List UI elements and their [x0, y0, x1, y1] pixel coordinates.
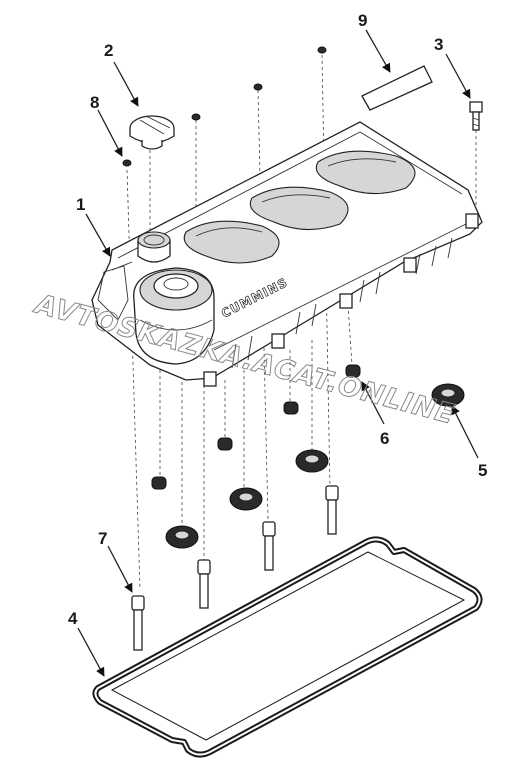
small-grommets [151, 364, 361, 490]
callout-5: 5 [478, 461, 487, 480]
callout-3: 3 [434, 35, 443, 54]
mounting-bosses [203, 213, 479, 387]
cover-bolts [131, 485, 339, 651]
oil-filler-neck [137, 231, 171, 263]
leader-lines [77, 29, 479, 677]
cover-ribs [231, 237, 453, 369]
callout-7: 7 [98, 529, 107, 548]
breather-housing [133, 267, 215, 365]
callout-2: 2 [104, 41, 113, 60]
cover-gasket [92, 536, 483, 758]
callout-1: 1 [76, 195, 85, 214]
oil-filler-cap [129, 115, 175, 150]
callout-labels: 1 2 3 4 5 6 7 8 9 [68, 11, 487, 628]
callout-4: 4 [68, 609, 78, 628]
fastener-bolt [469, 101, 483, 131]
valve-cover: CUMMINS [91, 121, 483, 387]
callout-8: 8 [90, 93, 99, 112]
cover-recesses [183, 150, 416, 264]
callout-9: 9 [358, 11, 367, 30]
label-plate [361, 65, 433, 111]
callout-6: 6 [380, 429, 389, 448]
isolator-washers [165, 383, 465, 549]
small-plugs [122, 46, 327, 167]
